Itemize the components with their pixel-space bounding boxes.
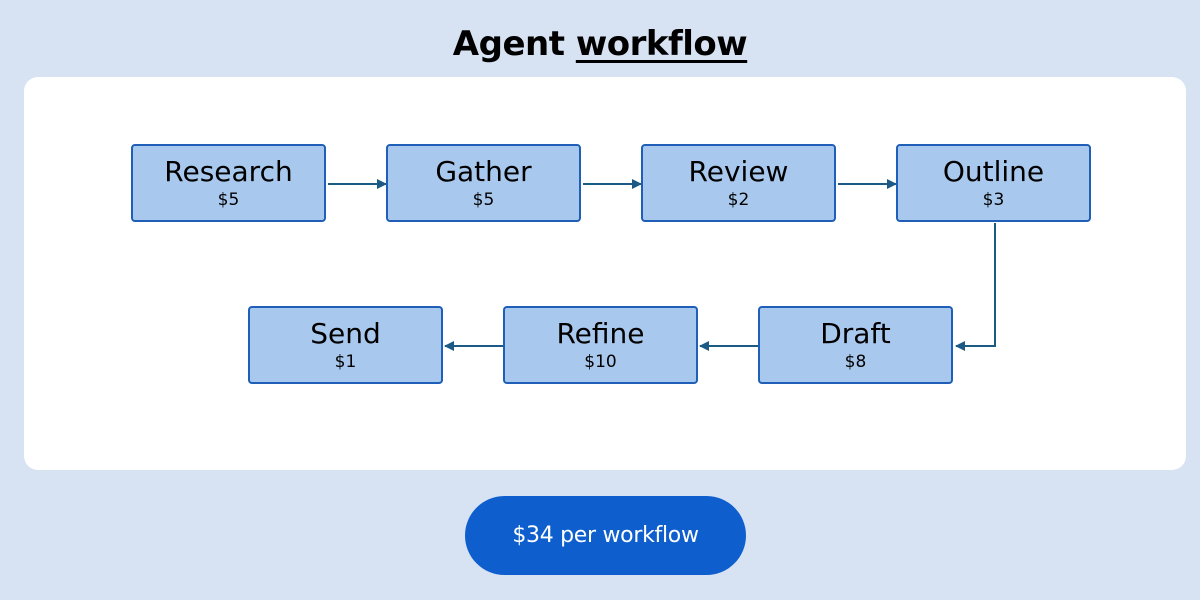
diagram-title: Agent workflow bbox=[0, 18, 1200, 70]
step-name: Draft bbox=[820, 317, 891, 350]
step-cost: $1 bbox=[334, 352, 357, 372]
step-name: Send bbox=[310, 317, 381, 350]
step-gather: Gather $5 bbox=[386, 144, 581, 222]
diagram-panel bbox=[24, 77, 1186, 470]
step-cost: $8 bbox=[844, 352, 867, 372]
title-emphasis-text: workflow bbox=[575, 24, 748, 64]
step-refine: Refine $10 bbox=[503, 306, 698, 384]
step-cost: $5 bbox=[472, 190, 495, 210]
total-cost-badge: $34 per workflow bbox=[465, 496, 746, 575]
step-name: Gather bbox=[435, 155, 532, 188]
step-outline: Outline $3 bbox=[896, 144, 1091, 222]
step-cost: $3 bbox=[982, 190, 1005, 210]
step-research: Research $5 bbox=[131, 144, 326, 222]
step-send: Send $1 bbox=[248, 306, 443, 384]
arrow-outline-to-draft bbox=[955, 223, 996, 351]
step-cost: $10 bbox=[584, 352, 617, 372]
title-text: Agent bbox=[452, 24, 565, 64]
step-name: Refine bbox=[556, 317, 645, 350]
step-draft: Draft $8 bbox=[758, 306, 953, 384]
step-cost: $2 bbox=[727, 190, 750, 210]
step-cost: $5 bbox=[217, 190, 240, 210]
step-name: Review bbox=[688, 155, 789, 188]
step-name: Research bbox=[164, 155, 293, 188]
step-review: Review $2 bbox=[641, 144, 836, 222]
step-name: Outline bbox=[942, 155, 1045, 188]
